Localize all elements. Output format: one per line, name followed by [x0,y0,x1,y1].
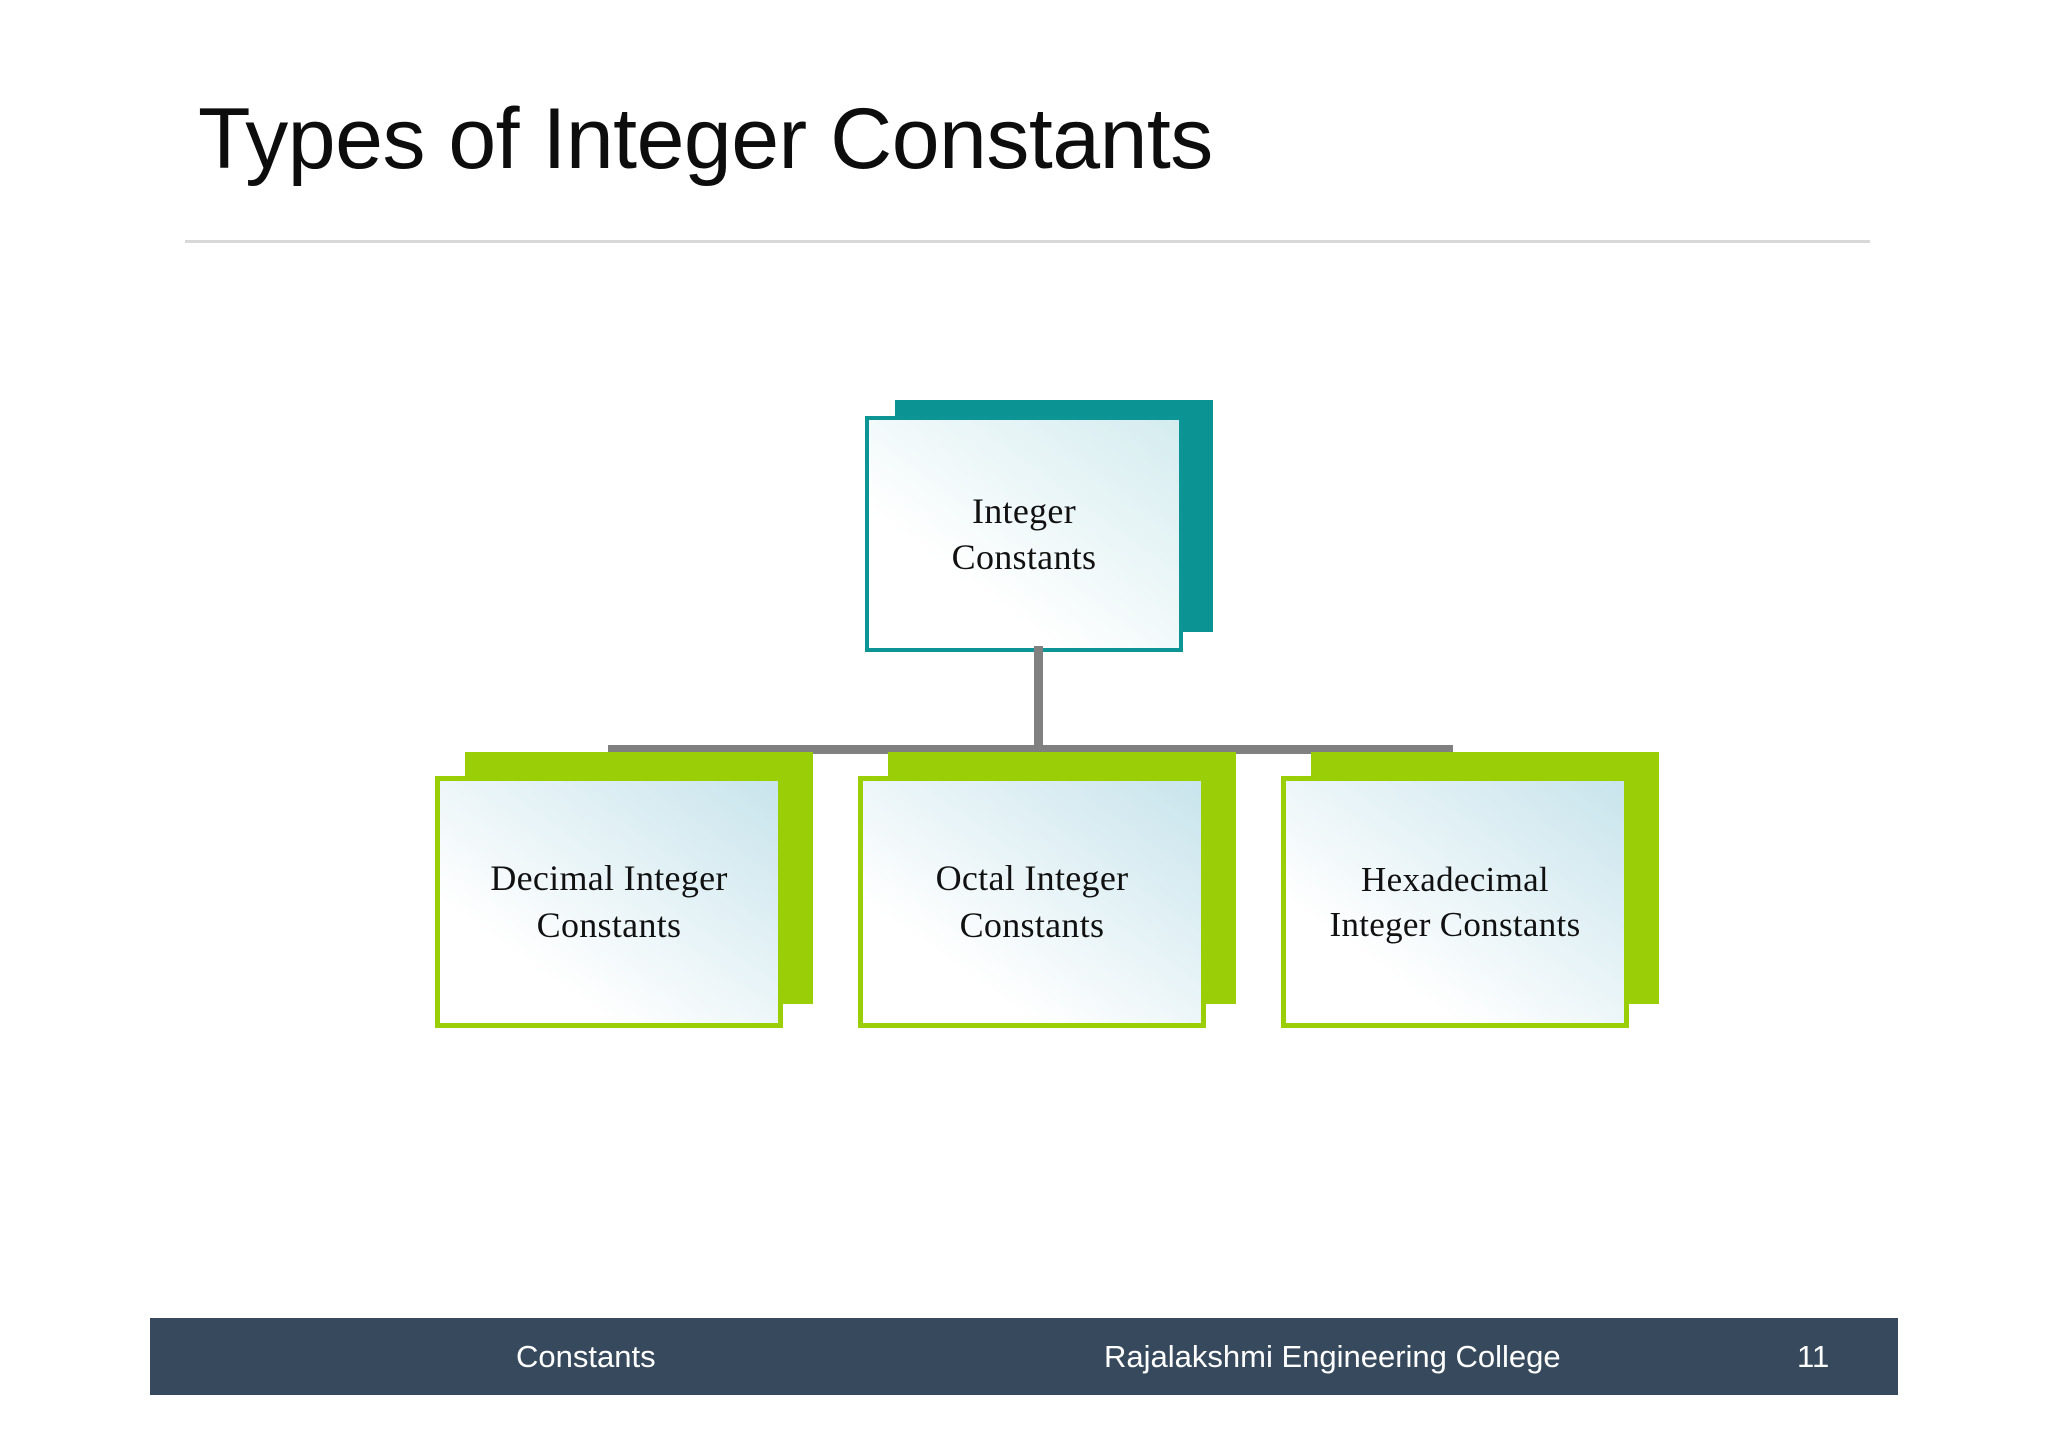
diagram-node-decimal-integer-constants[interactable]: Decimal Integer Constants [435,752,813,1028]
node-face: Octal Integer Constants [858,776,1206,1028]
node-label-line2: Constants [951,537,1097,577]
diagram-node-octal-integer-constants[interactable]: Octal Integer Constants [858,752,1236,1028]
connector-vertical-root [1034,646,1043,752]
node-label: Hexadecimal Integer Constants [1329,857,1580,948]
node-label-line1: Octal Integer [935,858,1129,899]
node-label-line1: Decimal Integer [490,858,728,899]
node-label-line2: Integer Constants [1329,905,1581,944]
node-face: Decimal Integer Constants [435,776,783,1028]
footer-organization-label: Rajalakshmi Engineering College [1104,1338,1561,1374]
node-label: Octal Integer Constants [936,855,1129,949]
connector-horizontal-bus [608,745,1453,754]
diagram-node-integer-constants[interactable]: Integer Constants [865,400,1213,652]
footer-page-number: 11 [1797,1338,1830,1374]
node-label-line2: Constants [959,905,1105,945]
title-divider [185,240,1870,243]
node-face: Hexadecimal Integer Constants [1281,776,1629,1028]
diagram-node-hexadecimal-integer-constants[interactable]: Hexadecimal Integer Constants [1281,752,1659,1028]
page-title: Types of Integer Constants [198,91,1213,187]
node-label-line2: Constants [536,905,682,945]
node-label-line1: Hexadecimal [1361,859,1549,899]
footer-section-label: Constants [516,1338,656,1374]
node-label: Decimal Integer Constants [490,855,727,949]
node-face: Integer Constants [865,416,1183,652]
slide-footer: Constants Rajalakshmi Engineering Colleg… [150,1318,1898,1395]
node-label: Integer Constants [952,488,1097,580]
node-label-line1: Integer [971,490,1077,531]
